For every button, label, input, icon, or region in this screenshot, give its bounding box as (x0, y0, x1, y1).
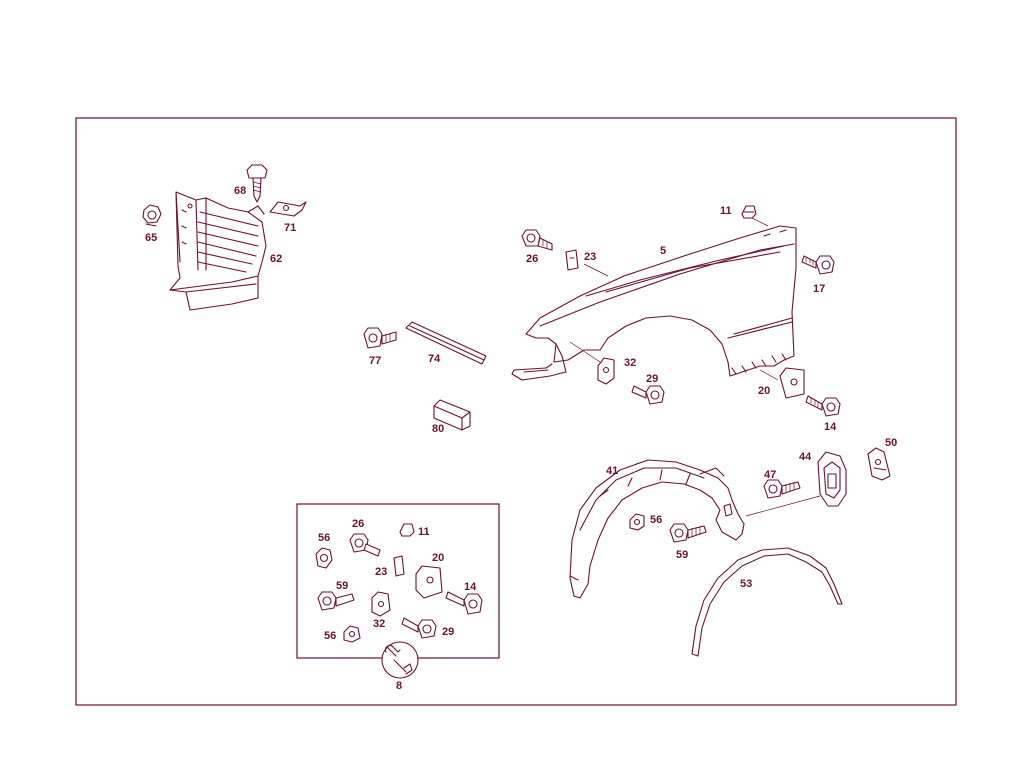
kit-59-bolt-icon[interactable] (317, 591, 355, 611)
kit-56-nut-icon[interactable] (315, 547, 333, 569)
kit-label-32: 32 (373, 618, 385, 630)
label-29: 29 (646, 373, 658, 385)
part-17-bolt-icon[interactable] (801, 255, 835, 275)
label-23: 23 (584, 251, 596, 263)
kit-label-59: 59 (336, 580, 348, 592)
part-62-air-guide-panel[interactable] (169, 191, 267, 311)
kit-label-11: 11 (418, 526, 430, 538)
label-44: 44 (799, 451, 812, 463)
kit-label-56-2: 56 (324, 630, 336, 642)
label-80: 80 (432, 423, 444, 435)
label-65: 65 (145, 232, 157, 244)
kit-56-nut-icon-2[interactable] (343, 625, 361, 643)
kit-26-bolt-icon[interactable] (349, 533, 381, 557)
leader-32 (569, 341, 601, 363)
kit-label-8: 8 (396, 680, 402, 692)
part-41-wheel-arch-liner[interactable] (569, 459, 745, 599)
kit-11-cap-icon[interactable] (399, 523, 415, 537)
part-44-mounting-bracket[interactable] (817, 451, 847, 507)
part-32-nut-plate-icon[interactable] (597, 357, 615, 385)
part-59-bolt-icon[interactable] (669, 523, 707, 543)
kit-23-clip-icon[interactable] (393, 555, 405, 577)
kit-label-23: 23 (375, 566, 387, 578)
label-77: 77 (369, 355, 381, 367)
part-74-seal-strip[interactable] (405, 321, 487, 365)
leader-44 (745, 495, 821, 517)
label-56: 56 (650, 514, 662, 526)
part-20-bracket-icon[interactable] (779, 367, 805, 399)
leader-23 (583, 263, 609, 277)
part-65-nut-icon[interactable] (142, 204, 162, 227)
label-68: 68 (234, 185, 246, 197)
leader-11 (751, 217, 769, 227)
label-41: 41 (606, 465, 618, 477)
part-50-clip-icon[interactable] (867, 447, 891, 481)
label-53: 53 (740, 578, 752, 590)
kit-20-bracket-icon[interactable] (415, 565, 443, 599)
wrench-icon[interactable] (381, 641, 419, 679)
label-14: 14 (824, 421, 837, 433)
kit-label-14: 14 (464, 581, 477, 593)
label-20: 20 (758, 385, 770, 397)
label-26: 26 (526, 253, 538, 265)
part-80-foam-block[interactable] (433, 399, 471, 431)
part-71-clip-nut-icon[interactable] (269, 201, 307, 217)
kit-label-29: 29 (442, 626, 454, 638)
label-74: 74 (428, 353, 441, 365)
part-26-bolt-icon[interactable] (521, 229, 553, 251)
label-50: 50 (885, 437, 897, 449)
leader-20 (759, 369, 779, 381)
kit-label-20: 20 (432, 552, 444, 564)
label-5: 5 (660, 245, 666, 257)
part-68-bolt-icon[interactable] (246, 164, 268, 203)
part-23-clip-icon[interactable] (565, 249, 579, 271)
part-77-bolt-icon[interactable] (363, 327, 397, 349)
part-53-arch-trim-strip[interactable] (691, 547, 843, 657)
kit-29-bolt-icon[interactable] (401, 617, 437, 639)
kit-label-56: 56 (318, 532, 330, 544)
kit-14-bolt-icon[interactable] (445, 591, 483, 615)
label-17: 17 (813, 283, 825, 295)
diagram-frame (75, 117, 957, 706)
part-14-bolt-icon[interactable] (805, 395, 841, 417)
part-56-nut-icon[interactable] (629, 513, 645, 531)
part-29-bolt-icon[interactable] (631, 385, 665, 405)
part-47-bolt-icon[interactable] (763, 479, 801, 499)
label-47: 47 (764, 469, 776, 481)
kit-label-26: 26 (352, 518, 364, 530)
kit-32-nut-plate-icon[interactable] (371, 591, 391, 617)
label-71: 71 (284, 222, 296, 234)
label-32: 32 (624, 357, 636, 369)
label-59: 59 (676, 549, 688, 561)
part-11-cap-icon[interactable] (741, 205, 757, 219)
label-62: 62 (270, 253, 282, 265)
part-5-front-fender[interactable] (511, 225, 797, 381)
label-11: 11 (720, 205, 732, 217)
